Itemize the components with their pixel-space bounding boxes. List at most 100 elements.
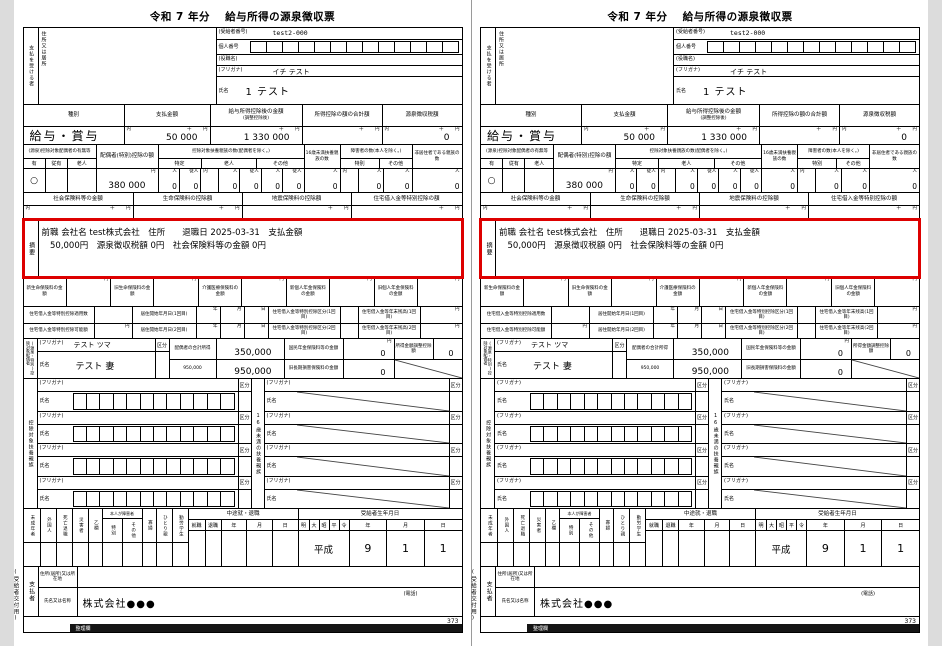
payer-address-label: 住所(居所)又は所在地 — [497, 571, 533, 582]
day-cell: 日 — [243, 324, 268, 338]
junin-mark: 従人 — [189, 168, 199, 174]
under16-row: (フリガナ) 氏名 区分 — [722, 475, 919, 508]
form-footer: 373 整理欄 — [481, 616, 919, 632]
payment-header: 支払金額 — [155, 112, 178, 119]
month-label: 月 — [246, 520, 272, 530]
dependents-section: 控除対象扶養親族 (フリガナ) 氏名 区分 (フリガナ) 氏名 区分 — [481, 378, 919, 508]
u16-kubun-box — [449, 488, 462, 509]
balance-2-label: 住宅借入金等年末残高(2回目) — [357, 324, 420, 338]
spouse-furigana-label: (フリガナ) — [39, 340, 64, 346]
move-in-2-label: 居住開始年月日(2回目) — [131, 324, 196, 338]
dep-kubun-label: 区分 — [239, 415, 250, 421]
dep-furigana-label: (フリガナ) — [497, 477, 521, 484]
social-insurance-header: 社会保険料等の金額 — [53, 195, 103, 202]
under16-row: (フリガナ) 氏名 区分 — [264, 410, 462, 443]
uchi-mark: 内 — [384, 126, 390, 132]
empty-cell — [513, 543, 529, 566]
empty-crossed-cell — [754, 424, 906, 443]
empty-cell — [599, 543, 613, 566]
empty-cell — [529, 543, 545, 566]
dep-kubun-box — [696, 456, 708, 476]
dep-furigana-label: (フリガナ) — [39, 380, 64, 386]
life-detail-section: 新生命保険料の金額 円 旧生命保険料の金額 円 介護医療保険料の金額 円 新個人… — [23, 276, 462, 306]
payee-furigana-value: イチ テスト — [272, 68, 310, 76]
under16-side-label: 16歳未満の扶養親族 — [250, 379, 264, 508]
yen-mark: 円 — [912, 276, 917, 282]
move-in-1-date: 年 月 日 — [653, 307, 725, 323]
u16-kubun-box — [907, 391, 919, 411]
empty-cell — [141, 543, 156, 566]
otsu-label: 乙欄 — [545, 509, 559, 542]
u16-furigana-label: (フリガナ) — [266, 477, 291, 484]
sen-mark: 千 — [359, 126, 364, 132]
housing-count-value — [93, 307, 132, 323]
old-life-label: 旧生命保険料の金額 — [571, 286, 608, 297]
birth-year-value: 9 — [806, 531, 844, 566]
empty-cell — [24, 543, 40, 566]
yen-mark: 円 — [736, 276, 742, 282]
remarks-line1: 前職 会社名 test株式会社 住所 退職日 2025-03-31 支払金額 — [41, 228, 303, 238]
housing-deduction-header: 住宅借入金等特別控除の額 — [373, 195, 440, 202]
empty-cell — [39, 543, 56, 566]
quake-insurance-value: 千円 — [242, 205, 351, 220]
empty-cell — [171, 543, 188, 566]
single-parent-label: ひとり親 — [613, 509, 629, 542]
dep-number-boxes — [530, 425, 692, 442]
payer-address-label: 住所(居所)又は所在地 — [39, 571, 75, 582]
move-in-1-label: 居住開始年月日(1回目) — [131, 307, 196, 323]
foreigner-label: 外国人 — [497, 509, 513, 542]
kojin-no-boxes — [707, 41, 916, 53]
spouse-name-block: (フリガナ) テスト ツマ 氏名 テスト 妻 — [36, 339, 155, 378]
care-medical-value: 円 — [241, 277, 286, 306]
day-label: 日 — [423, 520, 462, 530]
payer-address-value — [76, 567, 462, 587]
midway-group: 中途就・退職 就職 退職 年 月 日 — [645, 509, 755, 566]
recipient-no-label: (受給者番号) — [218, 29, 248, 35]
total-deduction-value: 千円 — [302, 126, 382, 144]
kojin-no-label: 個人番号 — [218, 44, 239, 50]
disaster-label: 災害者 — [529, 509, 545, 542]
empty-cell — [271, 531, 298, 566]
sen-mark: 千 — [187, 126, 192, 132]
dependent-row: (フリガナ) 氏名 区分 — [37, 443, 251, 476]
spouse-income-label: 配偶者の合計所得 — [174, 346, 211, 352]
old-annuity-label: 旧個人年金保険料の金額 — [377, 286, 414, 297]
sen-mark: 千 — [736, 126, 742, 132]
under16-rows: (フリガナ) 氏名 区分 (フリガナ) 氏名 区分 (フリガナ) 氏名 — [721, 379, 919, 508]
tokutei-label: 特定 — [632, 161, 643, 167]
tokutei-label: 特定 — [174, 161, 185, 167]
uchi-mark: 内 — [25, 205, 31, 211]
uchi-mark: 内 — [483, 205, 488, 211]
empty-crossed-cell — [852, 360, 919, 378]
dependent-row: (フリガナ) 氏名 区分 — [37, 379, 251, 411]
spouse-name-value: テスト 妻 — [533, 361, 572, 372]
payee-name-label: 氏名 — [218, 87, 229, 94]
under16-rows: (フリガナ) 氏名 区分 (フリガナ) 氏名 区分 (フリガナ) 氏名 — [263, 379, 462, 509]
empty-cell — [121, 543, 142, 566]
yen-mark: 円 — [801, 205, 807, 211]
dep-furigana-label: (フリガナ) — [39, 477, 64, 484]
tokubetsu-label: 特別 — [812, 161, 823, 167]
u16-furigana-label: (フリガナ) — [724, 477, 748, 484]
status-section: 未成年者 外国人 死亡退職 災害者 乙欄 本人が障害者 特別 その他 寡婦 ひと… — [23, 508, 462, 566]
self-disabled-header: 本人が障害者 — [567, 511, 592, 516]
have-label: 有 — [31, 161, 37, 167]
seiri-bar: 整理欄 — [69, 624, 462, 632]
month-label: 月 — [386, 520, 424, 530]
sonota-label: その他 — [256, 159, 303, 168]
nin-mark: 人 — [834, 168, 839, 174]
payment-header: 支払金額 — [613, 112, 636, 119]
nin-mark: 人 — [333, 168, 338, 174]
basic-deduction-value: 950,000 — [673, 360, 741, 378]
balance-1-value: 円 — [877, 307, 919, 323]
midway-header: 中途就・退職 — [226, 510, 260, 517]
employ-label: 就職 — [191, 522, 202, 529]
have-label: 有 — [489, 161, 495, 167]
recipient-no-label: (受給者番号) — [676, 29, 705, 35]
